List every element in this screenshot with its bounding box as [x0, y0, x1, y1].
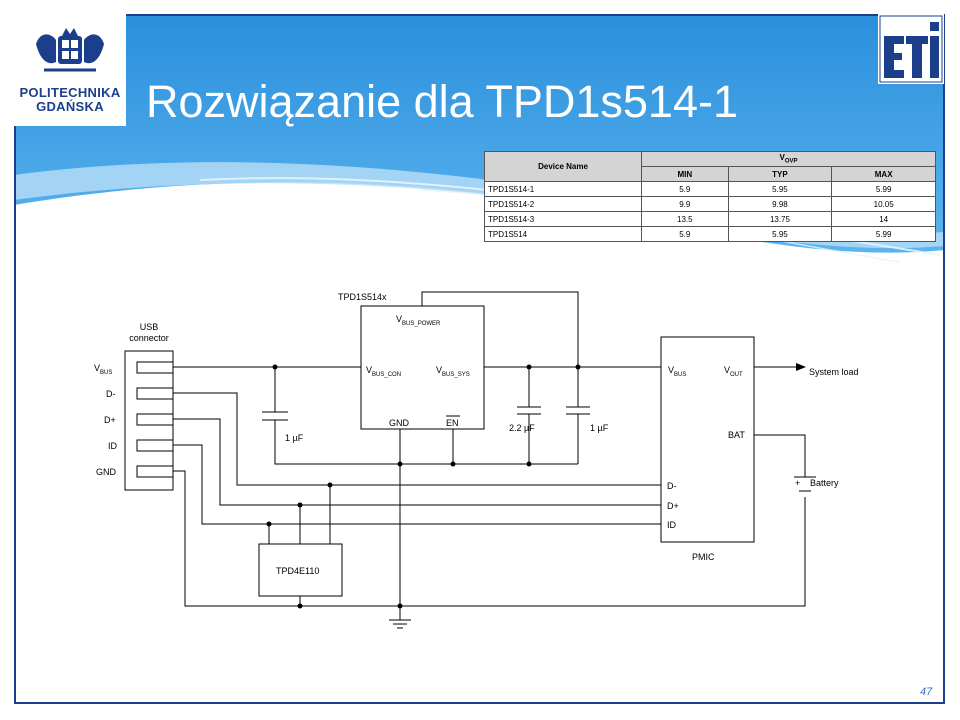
cell-min: 5.9: [641, 226, 729, 242]
system-load-label: System load: [809, 367, 859, 377]
header-max: MAX: [831, 166, 936, 182]
logo-line-2: GDAŃSKA: [36, 99, 104, 114]
pmic-chip: [660, 336, 755, 543]
junction-dot: [397, 461, 403, 467]
table-subheader-row: MIN TYP MAX: [485, 166, 936, 182]
usb-id-label: ID: [108, 441, 118, 451]
junction-dot: [266, 521, 272, 527]
vovp-spec-table: Device Name VOVP MIN TYP MAX TPD1S514-1 …: [484, 151, 936, 242]
junction-dot: [297, 603, 303, 609]
tpd4e110-label: TPD4E110: [276, 566, 319, 576]
cap3-label: 1 µF: [590, 423, 609, 433]
usb-pin-dminus: [136, 387, 174, 400]
cell-device: TPD1S514: [484, 226, 642, 242]
pmic-vout-sub: OUT: [730, 372, 743, 378]
cell-typ: 5.95: [727, 226, 833, 242]
cell-max: 5.99: [831, 226, 936, 242]
pmic-bat: BAT: [728, 430, 745, 440]
slide-title: Rozwiązanie dla TPD1s514-1: [146, 76, 738, 127]
page-number: 47: [920, 686, 933, 698]
pin-vbus-con-sub: BUS_CON: [372, 372, 401, 378]
pin-vbus-power-v: V: [396, 314, 402, 324]
junction-dot: [327, 482, 333, 488]
pin-vbus-sys-v: V: [436, 365, 442, 375]
junction-dot: [450, 461, 456, 467]
usb-pin-dplus: [136, 413, 174, 426]
pmic-vout-v: V: [724, 365, 730, 375]
eti-logo-icon: [879, 15, 943, 83]
vovp-label: V: [779, 153, 785, 163]
pmic-dminus: D-: [667, 481, 677, 491]
system-load-arrow-icon: [796, 363, 806, 371]
battery-plus: +: [795, 478, 800, 488]
battery-label: Battery: [810, 478, 839, 488]
usb-pin-vbus: [136, 361, 174, 374]
chip-name-label: TPD1S514x: [338, 292, 387, 302]
usb-dplus-label: D+: [104, 415, 116, 425]
pmic-name: PMIC: [692, 552, 715, 562]
pin-vbus-con: VBUS_CON: [366, 365, 401, 378]
usb-dminus-label: D-: [106, 389, 116, 399]
junction-dot: [526, 364, 532, 370]
vovp-subscript: OVP: [784, 158, 798, 165]
pmic-vout: VOUT: [724, 365, 743, 378]
usb-label-1: USB: [140, 322, 159, 332]
usb-connector-block: [124, 350, 174, 491]
pin-vbus-power: VBUS_POWER: [396, 314, 441, 327]
pin-en: EN: [446, 418, 459, 428]
junction-dot: [272, 364, 278, 370]
pin-vbus-sys-sub: BUS_SYS: [442, 372, 470, 378]
header-device-name: Device Name: [484, 151, 642, 182]
cap1-label: 1 µF: [285, 433, 304, 443]
pin-vbus-sys: VBUS_SYS: [436, 365, 470, 378]
usb-pin-id: [136, 439, 174, 452]
usb-gnd-label: GND: [96, 467, 117, 477]
pmic-vbus: VBUS: [668, 365, 686, 378]
pmic-dplus: D+: [667, 501, 679, 511]
eti-logo: [878, 14, 944, 84]
header-vovp: VOVP: [641, 151, 936, 167]
table-row: TPD1S514 5.9 5.95 5.99: [484, 226, 936, 242]
usb-label-2: connector: [129, 333, 169, 343]
junction-dot: [526, 461, 532, 467]
pmic-vbus-sub: BUS: [674, 372, 686, 378]
pmic-vbus-v: V: [668, 365, 674, 375]
crest-icon: [36, 28, 104, 72]
table-row: TPD1S514-2 9.9 9.98 10.05: [484, 196, 936, 212]
pmic-id: ID: [667, 520, 677, 530]
header-min: MIN: [641, 166, 729, 182]
logo-line-1: POLITECHNIKA: [19, 85, 121, 100]
pin-vbus-power-sub: BUS_POWER: [402, 321, 441, 327]
cap2-label: 2.2 µF: [509, 423, 535, 433]
junction-dot: [397, 603, 403, 609]
usb-pin-gnd: [136, 465, 174, 478]
junction-dot: [575, 364, 581, 370]
usb-vbus-v: V: [94, 363, 100, 373]
pin-gnd: GND: [389, 418, 410, 428]
usb-vbus-sub: BUS: [100, 370, 112, 376]
junction-dot: [297, 502, 303, 508]
pin-vbus-con-v: V: [366, 365, 372, 375]
table-header-row: Device Name VOVP: [484, 151, 936, 182]
university-logo: POLITECHNIKA GDAŃSKA: [14, 14, 126, 126]
slide-frame: [14, 14, 945, 704]
usb-vbus-label: VBUS: [94, 363, 112, 376]
